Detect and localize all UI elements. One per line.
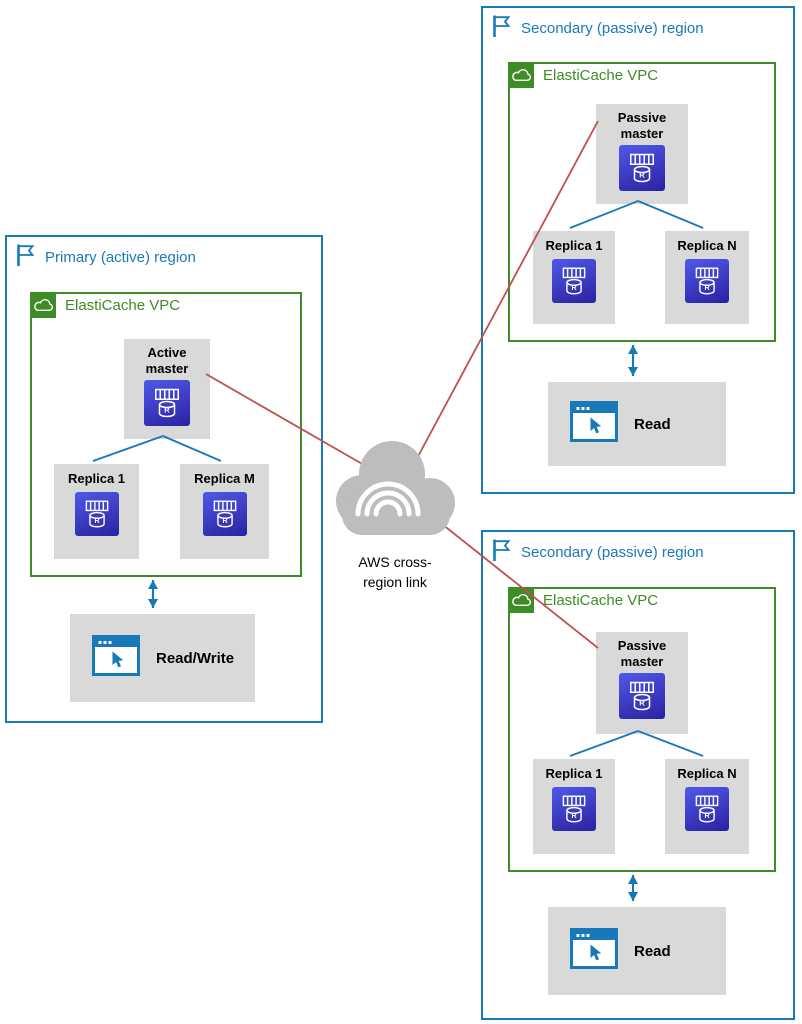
elasticache-redis-icon: R [144, 380, 190, 427]
elasticache-redis-icon: R [685, 258, 729, 303]
region-header: Secondary (passive) region [491, 538, 704, 567]
vpc-cloud-icon [508, 62, 534, 88]
region-title: Secondary (passive) region [521, 543, 704, 561]
client-box: Read [548, 907, 726, 995]
app-window-icon [570, 401, 618, 447]
aws-cloud-icon [336, 441, 455, 535]
region-box-secondary-top: Secondary (passive) region ElastiCache V… [481, 6, 795, 494]
cache-letter: R [164, 406, 170, 415]
client-label: Read [634, 942, 671, 960]
vpc-label: ElastiCache VPC [65, 297, 181, 314]
cache-letter: R [571, 283, 576, 291]
cache-letter: R [571, 811, 576, 819]
cache-letter: R [639, 171, 645, 180]
elasticache-redis-icon: R [74, 491, 119, 536]
client-label: Read [634, 415, 671, 433]
vpc-label: ElastiCache VPC [543, 67, 659, 84]
vpc-box: ElastiCache VPC Passive master R [508, 587, 776, 872]
cache-letter: R [704, 811, 709, 819]
master-node: Active master R [124, 339, 210, 439]
node-label: Replica 1 [67, 471, 126, 486]
flag-icon [15, 243, 35, 272]
replica-node: Replica 1 R [533, 759, 615, 854]
region-box-primary: Primary (active) region ElastiCache VPC … [5, 235, 323, 723]
elasticache-redis-icon: R [202, 491, 247, 536]
cloud-link-label: AWS cross- region link [336, 552, 454, 593]
cloud-link-label-line2: region link [363, 574, 427, 591]
replica-node: Replica 1 R [533, 231, 615, 324]
client-label: Read/Write [156, 649, 235, 667]
node-label: Passive master [617, 638, 667, 669]
node-label: Replica N [677, 766, 737, 781]
elasticache-redis-icon: R [552, 786, 596, 831]
cache-letter: R [222, 516, 227, 524]
region-title: Secondary (passive) region [521, 19, 704, 37]
vpc-box: ElastiCache VPC Active master R [30, 292, 302, 577]
replica-node: Replica M R [180, 464, 269, 559]
elasticache-redis-icon: R [552, 258, 596, 303]
replica-node: Replica 1 R [54, 464, 139, 559]
node-label: Passive master [617, 110, 667, 141]
node-label: Replica M [194, 471, 255, 486]
replica-node: Replica N R [665, 759, 749, 854]
replica-node: Replica N R [665, 231, 749, 324]
cache-letter: R [639, 699, 645, 708]
flag-icon [491, 14, 511, 43]
vpc-box: ElastiCache VPC Passive master R [508, 62, 776, 342]
master-node: Passive master R [596, 104, 688, 204]
region-title: Primary (active) region [45, 248, 196, 266]
cache-letter: R [94, 516, 99, 524]
node-label: Replica 1 [545, 238, 603, 253]
node-label: Replica N [677, 238, 737, 253]
elasticache-redis-icon: R [685, 786, 729, 831]
vpc-cloud-icon [30, 292, 56, 318]
region-header: Primary (active) region [15, 243, 196, 272]
flag-icon [491, 538, 511, 567]
master-node: Passive master R [596, 632, 688, 734]
vpc-label: ElastiCache VPC [543, 592, 659, 609]
app-window-icon [570, 928, 618, 974]
app-window-icon [92, 635, 140, 681]
region-box-secondary-bottom: Secondary (passive) region ElastiCache V… [481, 530, 795, 1020]
client-box: Read [548, 382, 726, 466]
region-header: Secondary (passive) region [491, 14, 704, 43]
client-box: Read/Write [70, 614, 255, 702]
elasticache-redis-icon: R [619, 145, 665, 192]
cloud-link-label-line1: AWS cross- [358, 554, 432, 570]
vpc-cloud-icon [508, 587, 534, 613]
cache-letter: R [704, 283, 709, 291]
node-label: Active master [145, 345, 189, 376]
node-label: Replica 1 [545, 766, 603, 781]
elasticache-redis-icon: R [619, 673, 665, 720]
